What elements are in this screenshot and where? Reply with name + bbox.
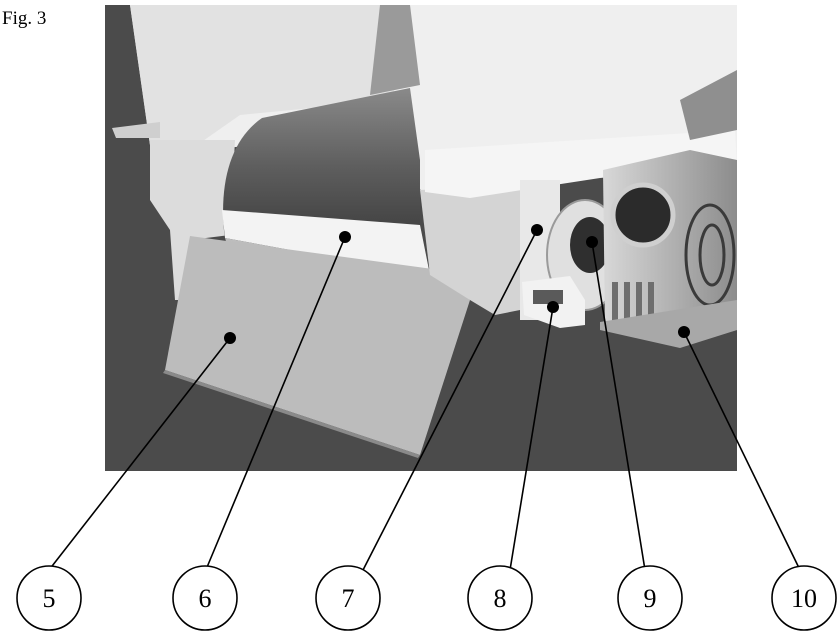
motor-top (680, 70, 737, 140)
leader-line-7 (361, 229, 538, 573)
callout-circle-9 (617, 565, 683, 631)
callout-circles (16, 565, 837, 631)
callout-number-10: 10 (791, 584, 817, 613)
callout-circle-6 (172, 565, 238, 631)
leader-line-5 (48, 337, 231, 571)
left-ledge (112, 122, 160, 138)
gearbox-fins (612, 282, 654, 322)
leader-line-9 (591, 241, 646, 571)
callout-number-9: 9 (644, 584, 657, 613)
right-housing-block (420, 185, 520, 315)
callout-circle-8 (467, 565, 533, 631)
leader-line-6 (204, 236, 346, 573)
gearbox-port (610, 182, 676, 248)
callout-number-6: 6 (199, 584, 212, 613)
left-side-frame (150, 140, 235, 300)
motor-base (600, 300, 737, 348)
guide-plate (222, 210, 430, 275)
right-housing-top (425, 130, 737, 198)
chute-edge (163, 370, 420, 458)
callout-number-7: 7 (342, 584, 355, 613)
machine-photo (105, 5, 737, 471)
callout-number-5: 5 (43, 584, 56, 613)
pointer-dot-5 (224, 332, 236, 344)
leader-lines (48, 229, 801, 573)
figure-label: Fig. 3 (2, 8, 47, 29)
hopper-left-panel (130, 5, 395, 150)
pointer-dots (224, 224, 690, 344)
callout-number-8: 8 (494, 584, 507, 613)
discharge-chute (165, 236, 470, 455)
pointer-dot-7 (531, 224, 543, 236)
conveyor-belt (223, 88, 420, 245)
callout-numbers: 5 6 7 8 9 10 (43, 584, 818, 613)
callout-circle-5 (16, 565, 82, 631)
belt-clamp-slot (533, 290, 563, 304)
pointer-dot-10 (678, 326, 690, 338)
pointer-dot-6 (339, 231, 351, 243)
callout-circle-10 (771, 565, 837, 631)
leader-line-10 (683, 331, 801, 571)
leader-line-8 (509, 306, 554, 571)
hopper-fold-shadow (370, 5, 420, 95)
pointer-dot-8 (547, 301, 559, 313)
callout-circle-7 (315, 565, 381, 631)
pointer-dot-9 (586, 236, 598, 248)
